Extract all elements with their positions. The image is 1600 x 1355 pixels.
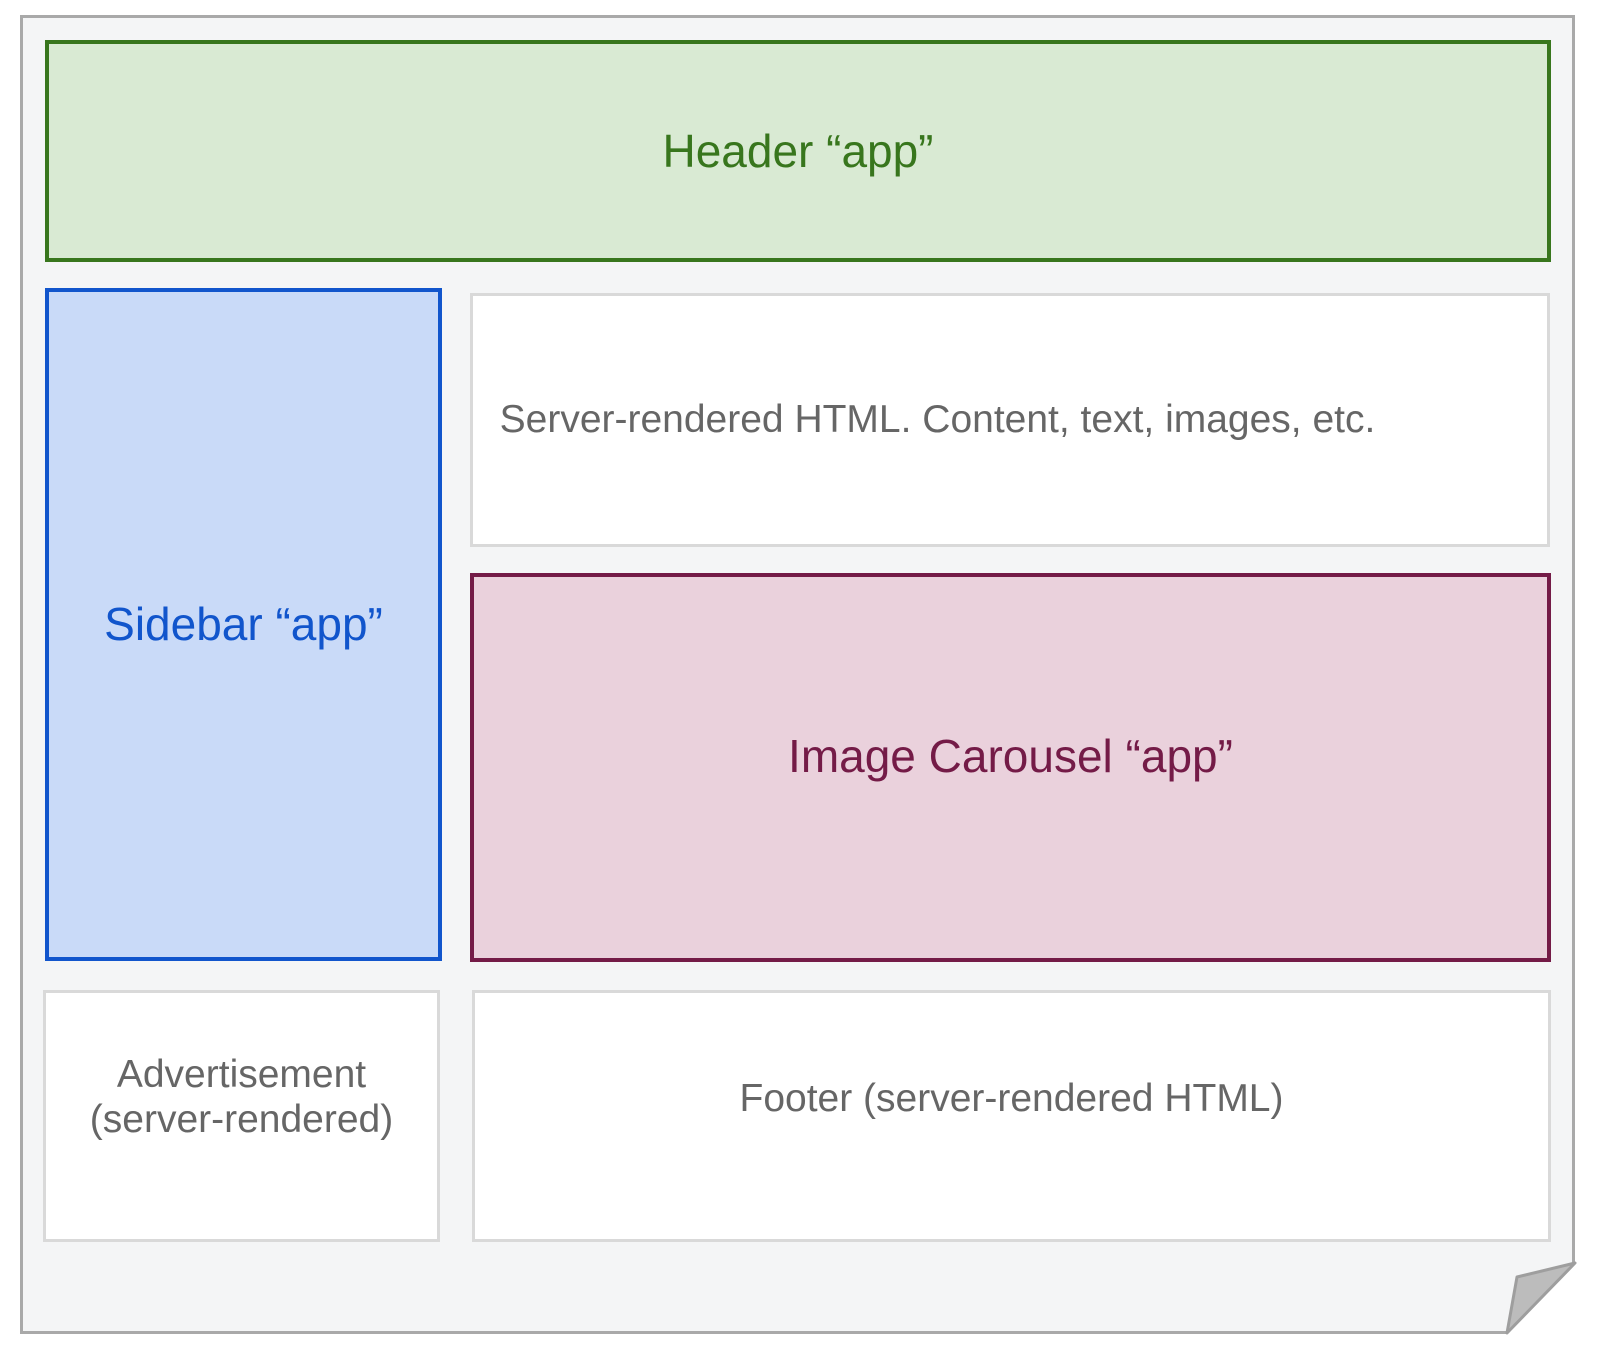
header-app-label: Header “app” xyxy=(662,124,934,177)
advertisement-label: Advertisement (server-rendered) xyxy=(89,1053,394,1141)
footer-label: Footer (server-rendered HTML) xyxy=(739,1076,1284,1120)
sidebar-app-label: Sidebar “app” xyxy=(104,598,383,651)
advertisement-box: Advertisement (server-rendered) xyxy=(43,990,440,1242)
footer-box: Footer (server-rendered HTML) xyxy=(472,990,1551,1242)
header-app-box: Header “app” xyxy=(45,40,1551,262)
server-rendered-content-label: Server-rendered HTML. Content, text, ima… xyxy=(499,397,1376,441)
server-rendered-content-box: Server-rendered HTML. Content, text, ima… xyxy=(470,293,1550,547)
image-carousel-app-label: Image Carousel “app” xyxy=(788,730,1233,783)
image-carousel-app-box: Image Carousel “app” xyxy=(470,573,1551,962)
sidebar-app-box: Sidebar “app” xyxy=(45,288,442,961)
page-sheet: Header “app” Sidebar “app” Server-render… xyxy=(20,15,1575,1334)
